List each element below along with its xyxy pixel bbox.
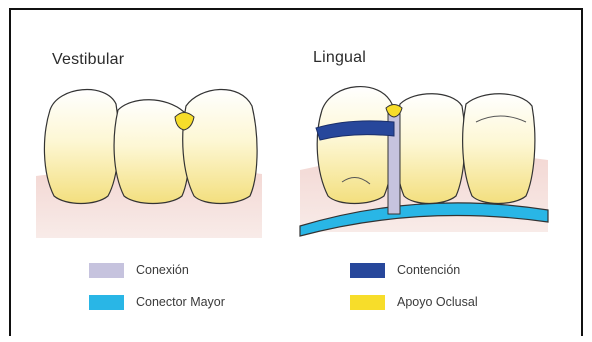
legend-label-apoyo-oclusal: Apoyo Oclusal — [397, 295, 478, 309]
vestibular-view — [36, 89, 262, 238]
vestibular-tooth-right — [183, 89, 257, 203]
lingual-tooth-middle — [396, 94, 465, 204]
legend-item-contencion: Contención — [350, 261, 460, 279]
lingual-view — [300, 87, 548, 236]
legend-label-conector-mayor: Conector Mayor — [136, 295, 225, 309]
lingual-title: Lingual — [313, 49, 366, 67]
legend-item-apoyo-oclusal: Apoyo Oclusal — [350, 293, 478, 311]
lingual-tooth-left — [317, 87, 393, 204]
vestibular-tooth-left — [44, 90, 118, 204]
vestibular-title: Vestibular — [52, 51, 124, 69]
legend-swatch-conexion — [89, 263, 124, 278]
lingual-tooth-right — [463, 94, 535, 204]
legend-item-conexion: Conexión — [89, 261, 189, 279]
legend-label-conexion: Conexión — [136, 263, 189, 277]
legend-swatch-conector-mayor — [89, 295, 124, 310]
legend-item-conector-mayor: Conector Mayor — [89, 293, 225, 311]
legend-label-contencion: Contención — [397, 263, 460, 277]
legend-swatch-contencion — [350, 263, 385, 278]
legend-swatch-apoyo-oclusal — [350, 295, 385, 310]
